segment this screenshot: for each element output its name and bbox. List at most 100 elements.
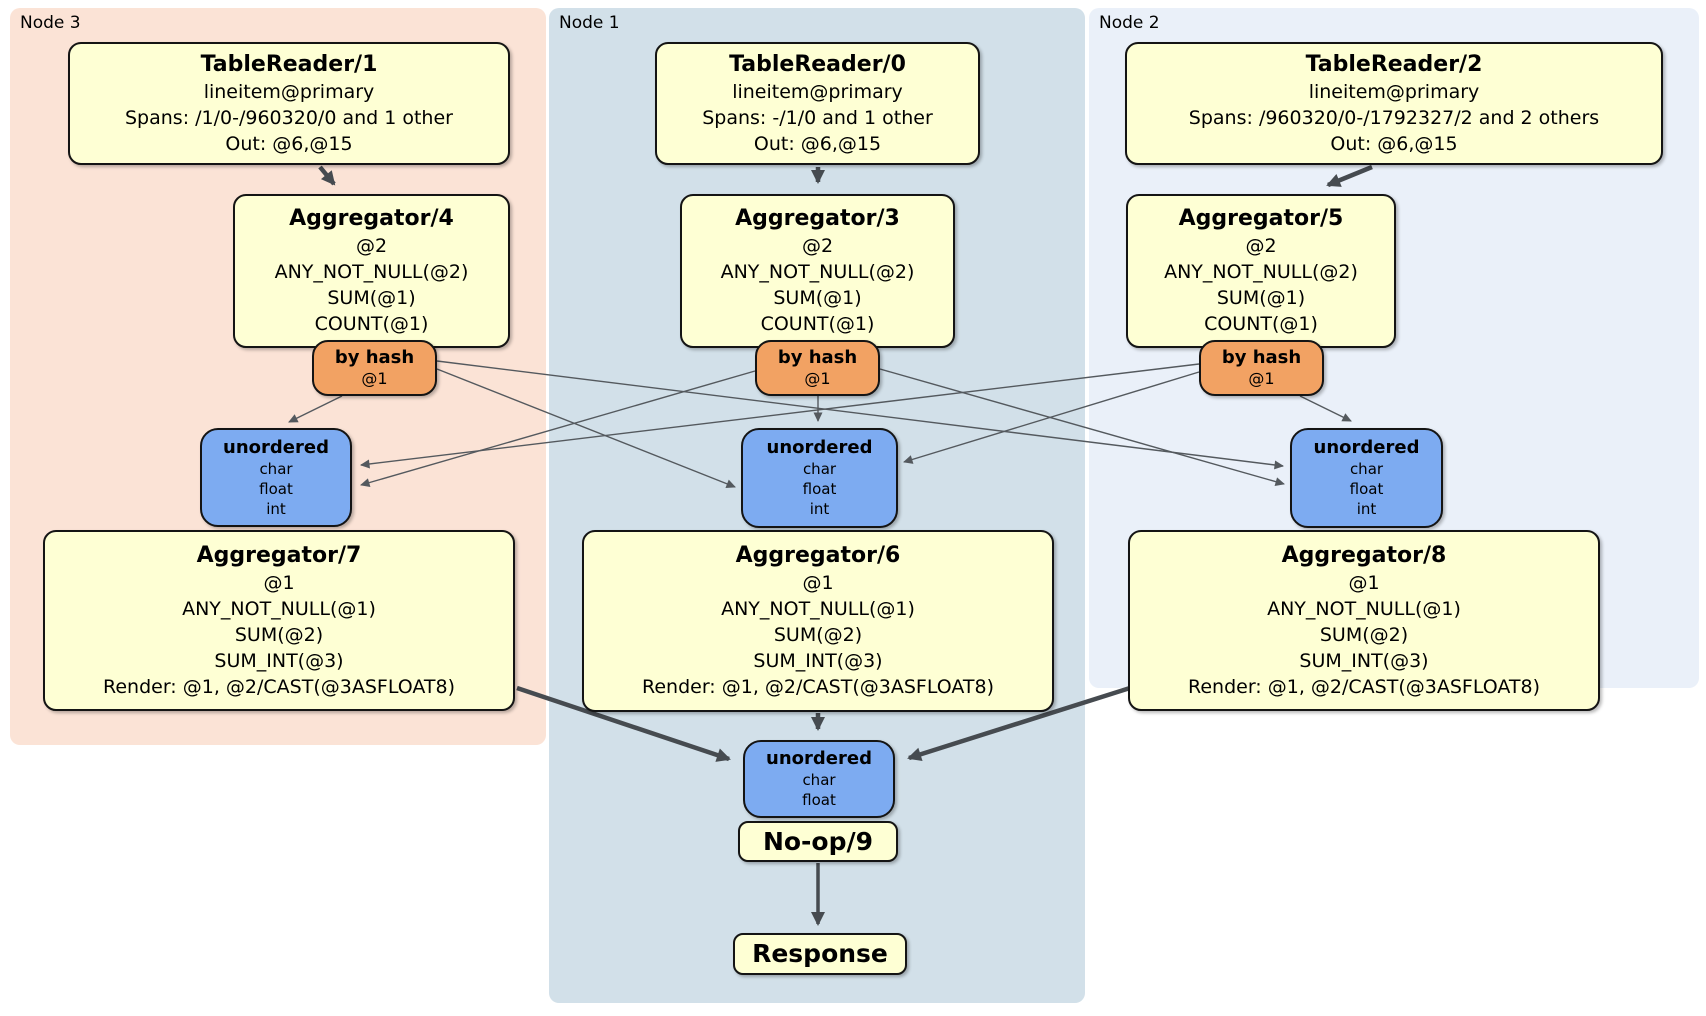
region-node-3-label: Node 3 [20,13,81,33]
processor-detail: Render: @1, @2/CAST(@3ASFLOAT8) [642,676,994,698]
processor-detail: Render: @1, @2/CAST(@3ASFLOAT8) [103,675,455,698]
processor-title: Aggregator/5 [1178,206,1344,231]
edge-hash2-to-unordered3 [360,363,1200,469]
processor-detail: Spans: /1/0-/960320/0 and 1 other [125,106,453,129]
processor-detail: ANY_NOT_NULL(@1) [1267,597,1461,620]
edge-hash1-to-unordered2 [879,368,1285,487]
processor-title: No-op/9 [762,826,874,856]
processor-detail: SUM(@1) [327,287,416,309]
processor-detail: Out: @6,@15 [1330,132,1458,155]
sync-column: int [266,499,286,518]
processor-detail: @2 [355,235,388,257]
processor-detail: lineitem@primary [203,80,375,103]
processor-title: TableReader/2 [1305,51,1483,77]
processor-detail: lineitem@primary [732,80,903,103]
processor-detail: @2 [801,235,834,257]
router-title: by hash [334,347,415,368]
sync-column: char [802,771,836,789]
router-title: by hash [1221,347,1302,368]
sync-column: float [1349,480,1384,498]
processor-aggregator-6: Aggregator/6 @1 ANY_NOT_NULL(@1) SUM(@2)… [582,530,1054,712]
processor-title: Aggregator/3 [735,206,900,231]
router-key: @1 [804,369,831,388]
processor-detail: Render: @1, @2/CAST(@3ASFLOAT8) [1188,675,1540,698]
processor-aggregator-7: Aggregator/7 @1 ANY_NOT_NULL(@1) SUM(@2)… [43,530,515,711]
sync-column: char [802,460,837,478]
edge-aggregator7-to-final-unordered [516,685,731,762]
processor-detail: lineitem@primary [1308,80,1480,103]
processor-detail: SUM(@1) [773,287,862,309]
processor-aggregator-8: Aggregator/8 @1 ANY_NOT_NULL(@1) SUM(@2)… [1128,530,1600,711]
sync-title: unordered [223,436,329,458]
processor-title: Aggregator/6 [735,543,901,568]
processor-detail: ANY_NOT_NULL(@1) [182,597,376,620]
sync-column: int [1356,500,1377,518]
edge-hash3-to-unordered2 [436,360,1284,470]
processor-detail: Out: @6,@15 [753,132,882,155]
processor-tablereader-1: TableReader/1 lineitem@primary Spans: /1… [68,42,510,165]
sync-column: char [1349,460,1384,478]
edge-tablereader2-to-aggregator5 [1326,164,1373,188]
sync-unordered-node3: unordered char float int [200,428,352,527]
processor-tablereader-0: TableReader/0 lineitem@primary Spans: -/… [655,42,980,165]
processor-title: TableReader/1 [200,51,378,77]
router-key: @1 [361,369,388,388]
sync-title: unordered [766,437,873,458]
sync-column: float [802,480,837,498]
edge-hash3-to-unordered1 [436,368,736,489]
processor-detail: ANY_NOT_NULL(@1) [721,598,915,620]
processor-detail: COUNT(@1) [760,313,875,335]
router-by-hash-node3: by hash @1 [312,340,437,396]
processor-detail: SUM(@1) [1216,287,1306,309]
sync-column: int [809,500,830,518]
processor-detail: @1 [263,571,295,594]
edge-tablereader1-to-aggregator4 [318,165,336,186]
edge-aggregator8-to-final-unordered [907,685,1131,762]
processor-detail: COUNT(@1) [314,313,429,335]
processor-detail: SUM(@2) [234,623,324,646]
processor-detail: SUM_INT(@3) [753,650,883,672]
edge-hash2-to-unordered1 [903,371,1200,464]
region-node-1-label: Node 1 [559,13,620,33]
processor-title: TableReader/0 [729,51,906,77]
processor-detail: SUM_INT(@3) [1299,649,1429,672]
processor-detail: @2 [1245,235,1277,257]
processor-title: Aggregator/4 [289,206,454,231]
processor-detail: ANY_NOT_NULL(@2) [1164,261,1358,283]
processor-response: Response [733,933,907,975]
processor-title: Aggregator/7 [196,542,362,568]
router-title: by hash [777,347,858,368]
processor-aggregator-5: Aggregator/5 @2 ANY_NOT_NULL(@2) SUM(@1)… [1126,194,1396,348]
sync-column: float [259,479,293,498]
processor-detail: Spans: /960320/0-/1792327/2 and 2 others [1188,106,1600,129]
processor-detail: @1 [802,572,834,594]
processor-title: Aggregator/8 [1281,542,1447,568]
router-by-hash-node2: by hash @1 [1199,340,1324,396]
edge-hash2-to-unordered2 [1299,395,1352,422]
sync-unordered-node1: unordered char float int [741,428,898,528]
sync-column: float [802,791,836,809]
processor-detail: Out: @6,@15 [225,132,353,155]
edge-hash3-to-unordered3 [288,395,343,423]
sync-unordered-final: unordered char float [743,740,895,818]
router-key: @1 [1248,369,1275,388]
sync-title: unordered [766,748,872,769]
router-by-hash-node1: by hash @1 [755,340,880,396]
region-node-2-label: Node 2 [1099,13,1160,33]
processor-detail: SUM(@2) [773,624,863,646]
processor-detail: SUM_INT(@3) [214,649,344,672]
processor-detail: SUM(@2) [1319,623,1409,646]
sync-title: unordered [1313,437,1420,458]
sync-column: char [259,459,293,478]
edge-hash1-to-unordered3 [360,370,756,487]
processor-detail: ANY_NOT_NULL(@2) [720,261,915,283]
processor-detail: @1 [1348,571,1380,594]
sync-unordered-node2: unordered char float int [1290,428,1443,528]
processor-detail: ANY_NOT_NULL(@2) [274,261,469,283]
processor-aggregator-4: Aggregator/4 @2 ANY_NOT_NULL(@2) SUM(@1)… [233,194,510,348]
processor-aggregator-3: Aggregator/3 @2 ANY_NOT_NULL(@2) SUM(@1)… [680,194,955,348]
processor-title: Response [752,939,888,968]
processor-detail: COUNT(@1) [1204,313,1318,335]
